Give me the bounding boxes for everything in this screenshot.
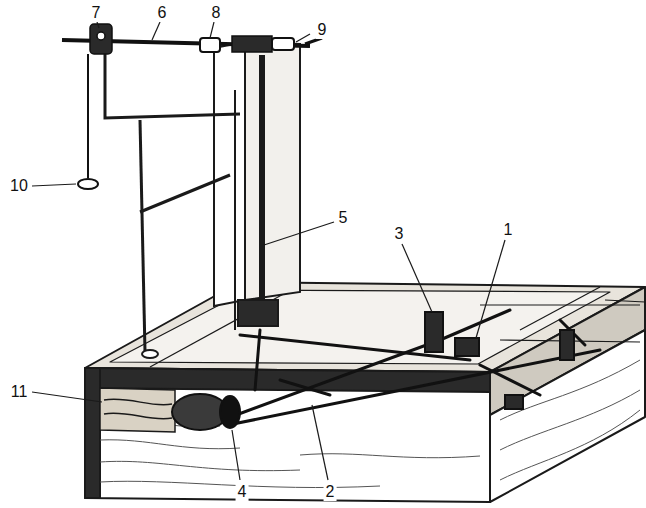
wood-grain-part (100, 461, 300, 470)
wood-grain-part (500, 390, 640, 450)
callout-number: 3 (393, 225, 406, 243)
steelyard-beam (62, 24, 322, 54)
base-box-part (490, 330, 645, 502)
lever-system-part (228, 340, 440, 418)
platform-boards-part (520, 287, 600, 330)
base-box-part (85, 282, 645, 372)
leader-lines-part (296, 34, 310, 42)
leader-lines-part (32, 392, 102, 402)
wood-grain-part (300, 454, 480, 458)
beam-frame (105, 40, 240, 358)
steelyard-beam-part (90, 24, 112, 54)
leader-lines-part (32, 184, 76, 186)
leader-lines (32, 22, 505, 480)
callout-number: 4 (236, 483, 249, 501)
steelyard-beam-part (272, 38, 294, 50)
wood-block (100, 388, 175, 432)
leader-lines-part (210, 22, 214, 38)
wood-block-part (104, 399, 172, 419)
leader-lines-part (97, 22, 99, 28)
beam-frame-part (140, 120, 145, 352)
weight-pan (78, 54, 98, 189)
beam-frame-part (140, 175, 230, 212)
lever-hub (172, 312, 574, 430)
callout-number: 2 (324, 483, 337, 501)
callout-number: 11 (9, 383, 30, 401)
column-part (238, 300, 278, 326)
lever-system-part (280, 380, 330, 395)
lever-system (228, 310, 600, 425)
lever-hub-part (505, 395, 523, 409)
lever-system-part (480, 365, 540, 395)
base-box-part (85, 368, 100, 498)
column (214, 42, 300, 330)
wood-grain-part (100, 440, 240, 449)
base-box (85, 282, 645, 502)
lever-hub-part (220, 396, 240, 428)
wood-grain-part (500, 360, 640, 420)
weight-pan-part (78, 179, 98, 189)
beam-frame-part (142, 350, 158, 358)
wood-grain-part (500, 410, 640, 480)
callout-number: 10 (8, 177, 30, 195)
callout-number: 6 (156, 4, 169, 22)
lever-hub-part (425, 312, 443, 352)
leader-lines-part (152, 22, 160, 40)
column-part (234, 90, 236, 330)
platform-boards-part (605, 300, 645, 302)
leader-lines-part (232, 430, 240, 480)
steelyard-beam-part (97, 32, 105, 40)
lever-system-part (440, 310, 510, 340)
callout-number: 1 (502, 221, 515, 239)
weight-pan-part (87, 54, 89, 178)
lever-system-part (255, 330, 260, 390)
steelyard-beam-part (232, 36, 272, 52)
callout-number: 9 (316, 21, 329, 39)
lever-system-part (228, 350, 600, 425)
callout-number: 8 (210, 4, 223, 22)
base-box-part (85, 368, 490, 502)
leader-lines-part (312, 405, 328, 480)
base-box-part (85, 368, 490, 392)
leader-lines-part (476, 240, 505, 338)
leader-lines-part (264, 222, 334, 245)
wood-grain (100, 360, 640, 488)
column-part (259, 55, 265, 305)
column-part (245, 42, 300, 300)
callout-number: 5 (337, 209, 350, 227)
lever-hub-part (560, 330, 574, 360)
steelyard-beam-part (200, 38, 220, 52)
lever-hub-part (455, 338, 479, 356)
leader-lines-part (402, 244, 432, 312)
wood-block-part (100, 388, 175, 432)
callout-number: 7 (90, 4, 103, 22)
platform-boards-part (480, 304, 640, 305)
